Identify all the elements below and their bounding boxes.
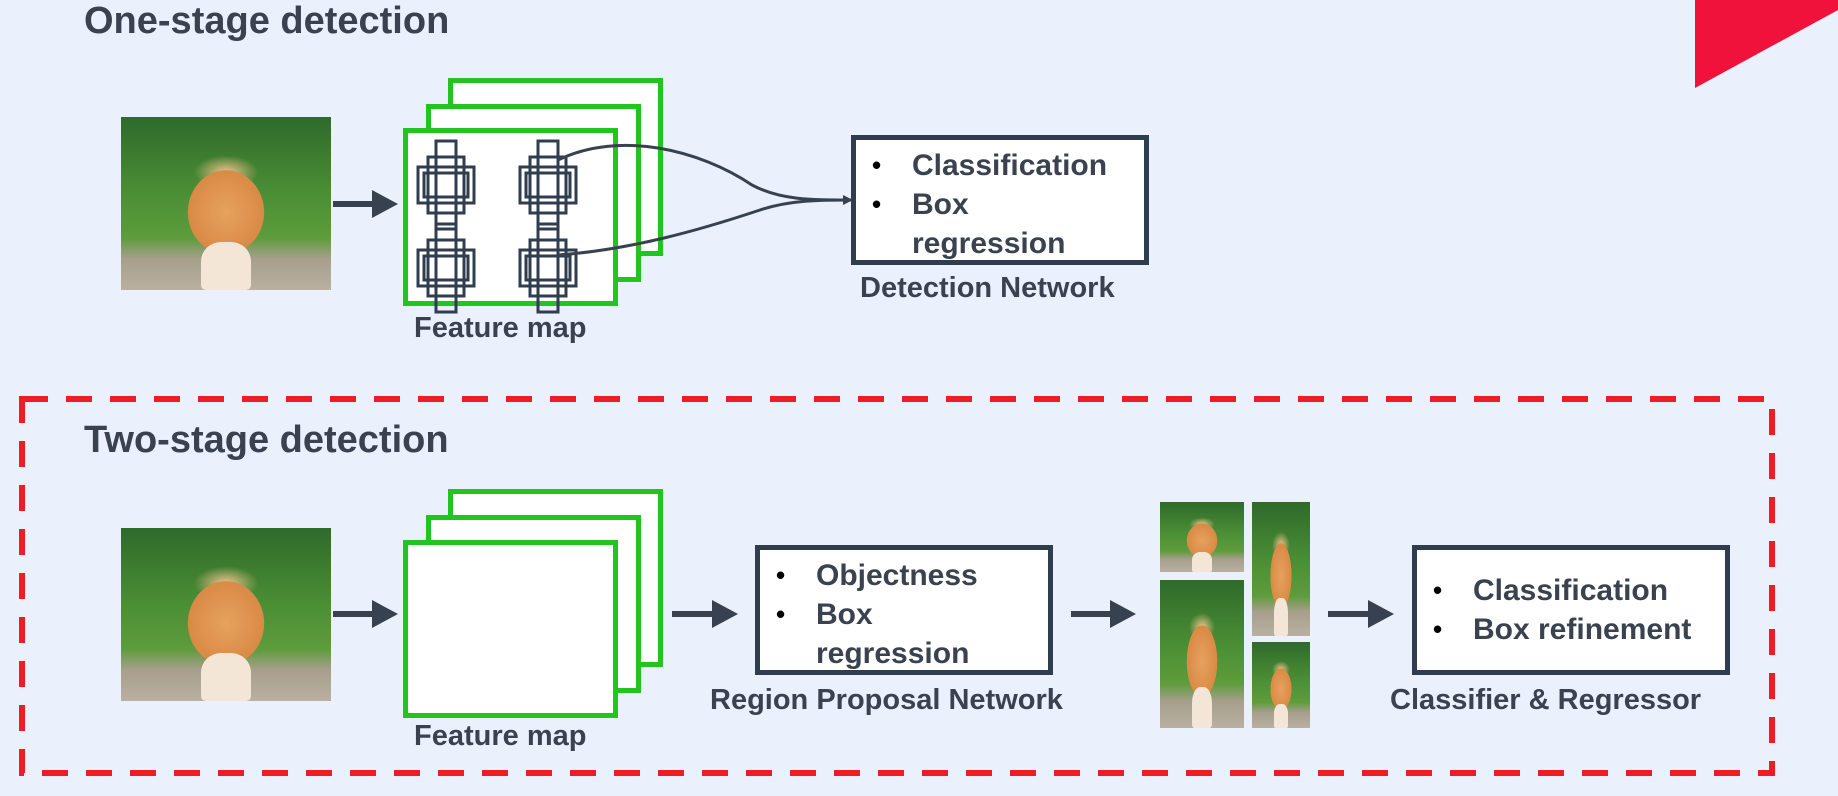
arrow-icon xyxy=(1328,600,1394,628)
two-stage-feature-map-layer-1 xyxy=(403,540,618,718)
arrow-icon xyxy=(1071,600,1136,628)
classifier-regressor-label: Classifier & Regressor xyxy=(1390,684,1702,716)
proposal-crop-1 xyxy=(1160,502,1244,572)
proposal-crop-2 xyxy=(1160,580,1244,728)
proposal-crop-4 xyxy=(1252,642,1310,728)
two-stage-feature-map-label: Feature map xyxy=(414,720,587,752)
classifier-regressor-box: Classification Box refinement xyxy=(1412,545,1730,675)
detection-network-box: Classification Box regression xyxy=(851,135,1149,265)
detection-list: Classification Box regression xyxy=(856,140,1144,263)
classifier-list: Classification Box refinement xyxy=(1417,550,1725,649)
arrow-icon xyxy=(333,600,398,628)
input-image-two-stage xyxy=(121,528,331,701)
arrow-icon xyxy=(333,190,398,218)
one-stage-feature-map-label: Feature map xyxy=(414,312,587,344)
proposal-crop-3 xyxy=(1252,502,1310,636)
one-stage-title: One-stage detection xyxy=(84,0,450,42)
rpn-item-objectness: Objectness xyxy=(760,556,1048,595)
classifier-item-box-refinement: Box refinement xyxy=(1417,610,1725,649)
classifier-item-classification: Classification xyxy=(1417,571,1725,610)
detection-item-box-regression: Box regression xyxy=(856,185,1072,263)
arrow-icon xyxy=(672,600,738,628)
rpn-item-box-regression: Box regression xyxy=(760,595,976,673)
feature-map-layer-1 xyxy=(403,128,618,306)
two-stage-title: Two-stage detection xyxy=(84,419,449,461)
region-proposal-box: Objectness Box regression xyxy=(755,545,1053,675)
detection-item-classification: Classification xyxy=(856,146,1144,185)
detection-network-label: Detection Network xyxy=(860,272,1115,304)
rpn-list: Objectness Box regression xyxy=(760,550,1048,673)
input-image-one-stage xyxy=(121,117,331,290)
region-proposal-label: Region Proposal Network xyxy=(710,684,1063,716)
